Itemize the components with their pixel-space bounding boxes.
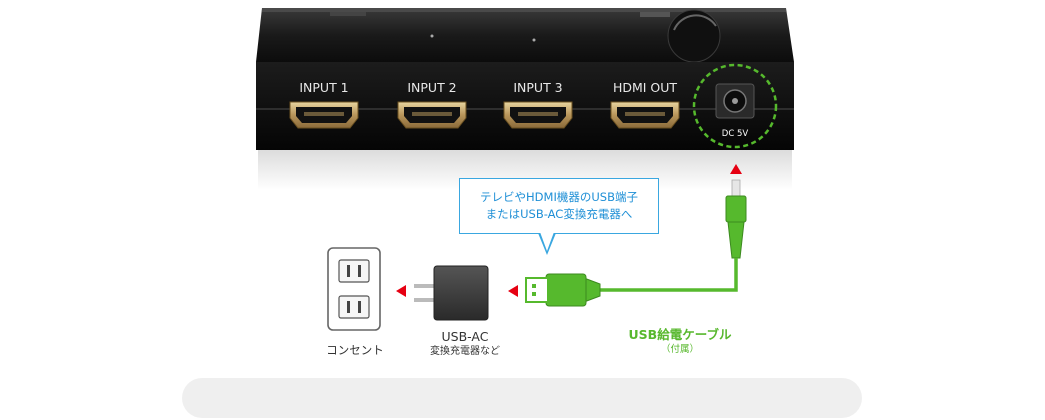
callout-line-2: またはUSB-AC変換充電器へ: [485, 207, 633, 221]
dc-jack-label: DC 5V: [722, 129, 749, 139]
hdmi-port-input-2: [397, 101, 467, 129]
hdmi-port-output: [610, 101, 680, 129]
adapter-caption-sub: 変換充電器など: [430, 346, 500, 357]
callout-tail-inner: [540, 232, 554, 251]
bottom-bar: [182, 378, 862, 418]
hdmi-port-input-1: [289, 101, 359, 129]
device-button: [667, 9, 721, 63]
outlet-caption: コンセント: [326, 343, 384, 357]
arrow-left-icon: [508, 285, 518, 297]
adapter-caption-main: USB-AC: [441, 329, 489, 344]
cable-caption-main: USB給電ケーブル: [628, 327, 732, 342]
dc-plug-body: [725, 195, 747, 223]
wall-outlet-icon: [327, 247, 381, 331]
usb-cable: [598, 258, 738, 292]
port-label-input-2: INPUT 2: [407, 80, 456, 95]
dc-jack: [715, 83, 755, 119]
cable-caption-sub: （付属）: [660, 344, 699, 355]
device-top: [256, 8, 794, 62]
usb-plug-body: [545, 273, 587, 307]
arrow-left-icon-2: [396, 285, 406, 297]
port-label-input-3: INPUT 3: [513, 80, 562, 95]
callout-line-1: テレビやHDMI機器のUSB端子: [480, 190, 638, 204]
hdmi-port-input-3: [503, 101, 573, 129]
usb-destination-callout: テレビやHDMI機器のUSB端子 またはUSB-AC変換充電器へ: [459, 178, 659, 234]
port-label-hdmi-out: HDMI OUT: [613, 80, 677, 95]
cable-caption: USB給電ケーブル （付属）: [600, 326, 760, 356]
arrow-up-icon: [730, 164, 742, 174]
usb-ac-adapter: [414, 265, 489, 321]
port-label-input-1: INPUT 1: [299, 80, 348, 95]
adapter-caption: USB-AC 変換充電器など: [400, 328, 530, 359]
dc-highlight-circle: [692, 63, 778, 149]
dc-plug-tip: [731, 179, 741, 199]
usb-plug-connector: [525, 277, 549, 303]
